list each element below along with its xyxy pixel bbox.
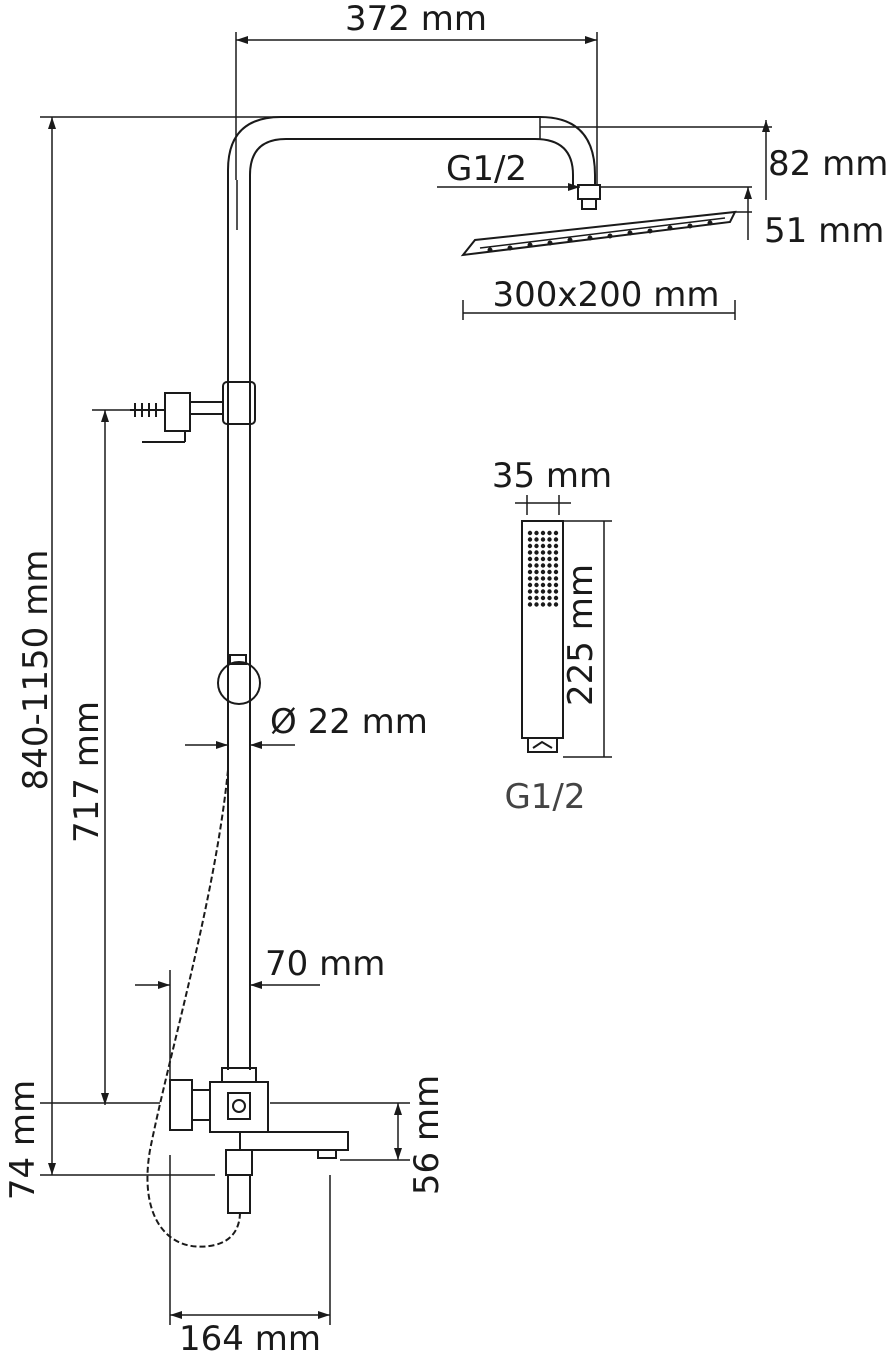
dimension-bracket-height: 717 mm (67, 409, 135, 1105)
dimension-total-height: 840-1150 mm (16, 116, 540, 1175)
nozzle-dot (547, 595, 552, 601)
nozzle-dot (540, 530, 546, 536)
nozzle-dot (553, 550, 559, 555)
nozzle-dot (540, 563, 546, 568)
nozzle-dot (534, 556, 539, 562)
nozzle-dot (527, 556, 533, 562)
nozzle-dot (553, 576, 559, 581)
nozzle-dot (540, 595, 546, 601)
nozzle-dot (534, 595, 539, 601)
nozzle-dot (534, 550, 539, 555)
nozzle-dot (547, 530, 552, 536)
nozzle-dot (540, 582, 546, 588)
nozzle-dot (527, 569, 533, 575)
nozzle-dot (540, 556, 546, 562)
hand-shower-slider (217, 654, 261, 705)
nozzle-dot (540, 569, 546, 575)
dimension-spout-height: 56 mm (340, 1075, 447, 1195)
dim-82-label: 82 mm (768, 144, 888, 184)
nozzle-dot (534, 602, 539, 607)
nozzle-dot (547, 602, 552, 607)
dim-70-label: 70 mm (265, 944, 385, 984)
shower-pole (227, 116, 596, 1070)
dim-164-label: 164 mm (179, 1319, 321, 1353)
dim-22-label: Ø 22 mm (270, 702, 428, 742)
nozzle-dot (527, 537, 533, 542)
nozzle-dot (547, 556, 552, 562)
nozzle-dot (527, 582, 533, 588)
nozzle-dot (553, 530, 559, 536)
nozzle-dot (527, 530, 533, 536)
nozzle-dot (540, 543, 546, 549)
nozzle-dot (540, 576, 546, 581)
nozzle-dot (547, 569, 552, 575)
nozzle-dot (527, 589, 533, 594)
nozzle-dot (527, 595, 533, 601)
nozzle-dot (553, 556, 559, 562)
nozzle-dot (540, 537, 546, 542)
rain-shower-head (460, 184, 737, 257)
nozzle-dot (547, 576, 552, 581)
shower-hose (146, 769, 241, 1248)
hand-thread-label: G1/2 (504, 777, 585, 817)
dim-840-1150-label: 840-1150 mm (16, 550, 56, 791)
dimension-head-drop: 82 mm 51 mm G1/2 (437, 120, 888, 251)
nozzle-dot (527, 543, 533, 549)
dimension-hand-width: 35 mm (492, 456, 612, 515)
dimension-hand-length: 225 mm G1/2 (504, 520, 612, 817)
nozzle-dot (534, 530, 539, 536)
nozzle-dot (553, 595, 559, 601)
nozzle-dot (553, 589, 559, 594)
nozzle-dot (534, 582, 539, 588)
nozzle-dot (527, 576, 533, 581)
nozzle-dot (540, 550, 546, 555)
nozzle-dot (534, 589, 539, 594)
nozzle-dot (534, 537, 539, 542)
hand-shower (521, 520, 564, 753)
nozzle-dot (540, 589, 546, 594)
nozzle-dot (547, 543, 552, 549)
dim-56-label: 56 mm (407, 1075, 447, 1195)
nozzle-dot (553, 602, 559, 607)
nozzle-dot (547, 582, 552, 588)
dimension-head-size: 300x200 mm (462, 275, 736, 320)
wall-bracket (130, 381, 256, 443)
nozzle-dot (527, 602, 533, 607)
dim-51-label: 51 mm (764, 211, 884, 251)
head-thread-label: G1/2 (446, 149, 527, 189)
nozzle-dot (540, 602, 546, 607)
nozzle-dot (553, 569, 559, 575)
nozzle-dot (527, 550, 533, 555)
nozzle-dot (547, 563, 552, 568)
dimension-mixer-height: 74 mm (3, 1080, 410, 1200)
dim-225-label: 225 mm (561, 564, 601, 706)
dimension-spout-reach: 164 mm (169, 1155, 331, 1353)
dim-300x200-label: 300x200 mm (493, 275, 720, 315)
nozzle-dot (527, 563, 533, 568)
nozzle-dot (553, 563, 559, 568)
dim-372-label: 372 mm (345, 0, 487, 39)
mixer-valve (169, 1067, 349, 1214)
nozzle-dot (534, 569, 539, 575)
nozzle-dot (534, 563, 539, 568)
dimension-overhead-reach: 372 mm (235, 0, 598, 185)
nozzle-dot (553, 537, 559, 542)
dim-717-label: 717 mm (67, 701, 107, 843)
nozzle-dot (547, 589, 552, 594)
nozzle-dot (534, 543, 539, 549)
nozzle-dot (553, 543, 559, 549)
dim-35-label: 35 mm (492, 456, 612, 496)
dimension-pipe-diameter: Ø 22 mm (185, 702, 428, 749)
nozzle-dot (553, 582, 559, 588)
nozzle-dot (547, 550, 552, 555)
nozzle-dot (547, 537, 552, 542)
dim-74-label: 74 mm (3, 1080, 43, 1200)
dimension-mixer-offset: 70 mm (135, 944, 385, 1080)
nozzle-dot (534, 576, 539, 581)
